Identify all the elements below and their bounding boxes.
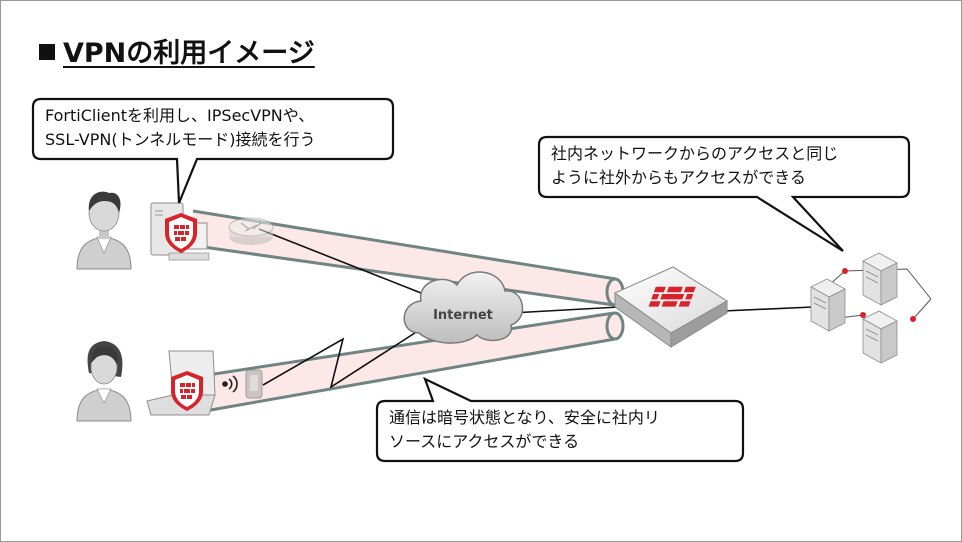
server-icon [862, 252, 898, 306]
callout-encrypted-bubble [375, 376, 745, 463]
vpn-tunnel-lower [200, 311, 625, 413]
callout-internal-line1: 社内ネットワークからのアクセスと同じ [551, 144, 839, 163]
server-cluster-icon [810, 252, 932, 364]
callout-forticlient-text: FortiClientを利用し、IPSecVPNや、 SSL-VPN(トンネルモ… [45, 104, 316, 152]
network-links [258, 228, 814, 389]
title-square-bullet [39, 44, 55, 60]
callout-forticlient-line2: SSL-VPN(トンネルモード)接続を行う [45, 130, 316, 149]
woman-user-icon [76, 341, 132, 422]
callout-encrypted-text: 通信は暗号状態となり、安全に社内リ ソースにアクセスができる [389, 406, 660, 454]
fortinet-logo-icon [648, 286, 696, 307]
page-title: VPNの利用イメージ [39, 31, 315, 70]
laptop-icon [146, 350, 216, 416]
forticlient-shield-icon [165, 213, 197, 253]
callout-forticlient-line1: FortiClientを利用し、IPSecVPNや、 [45, 106, 315, 125]
callout-forticlient-bubble [31, 97, 395, 204]
mobile-router-icon [245, 369, 263, 399]
internet-cloud: Internet [403, 271, 524, 344]
callout-encrypted-line1: 通信は暗号状態となり、安全に社内リ [389, 408, 660, 427]
forticlient-shield-icon-laptop [171, 371, 203, 411]
wireless-signal-icon [222, 375, 238, 393]
fortigate-firewall-icon [614, 266, 728, 348]
man-user-icon [76, 191, 132, 270]
callout-internal-line2: ように社外からもアクセスができる [551, 168, 806, 187]
cloud-label: Internet [433, 308, 493, 323]
server-icon [810, 278, 846, 332]
callout-internal-text: 社内ネットワークからのアクセスと同じ ように社外からもアクセスができる [551, 142, 838, 190]
page-title-text: VPNの利用イメージ [63, 38, 315, 69]
router-icon [228, 217, 274, 245]
server-icon [862, 310, 898, 364]
desktop-computer-icon [150, 202, 210, 261]
callout-encrypted-line2: ソースにアクセスができる [389, 432, 580, 451]
callout-internal-bubble [537, 135, 911, 252]
